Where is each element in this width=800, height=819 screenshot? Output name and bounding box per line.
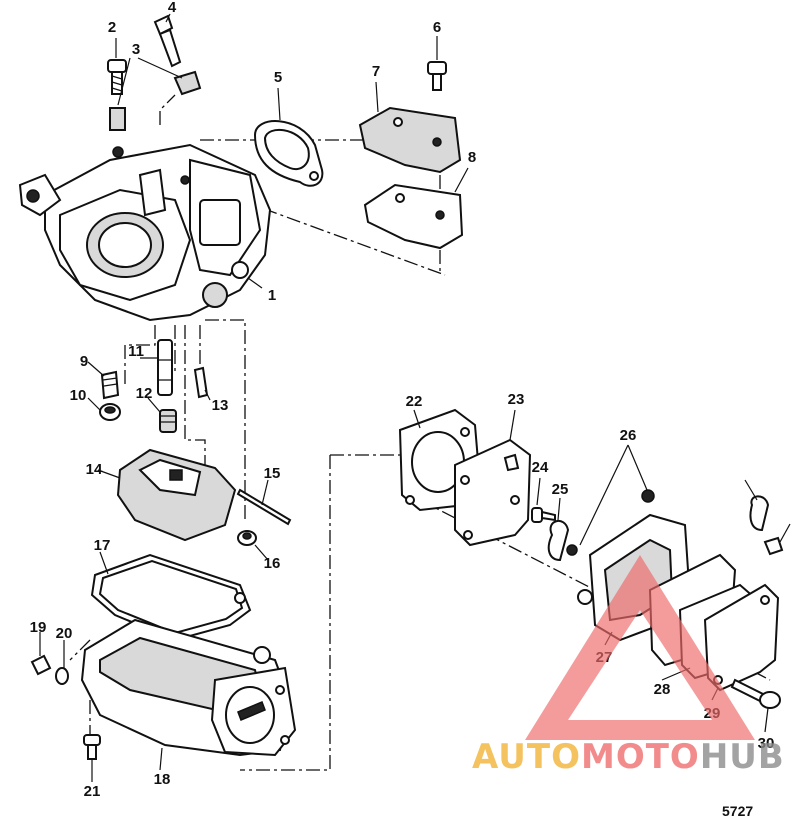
callout-11: 11 bbox=[128, 343, 144, 360]
washer-part-20 bbox=[55, 667, 69, 685]
carburetor-body bbox=[18, 143, 272, 322]
callout-12: 12 bbox=[136, 385, 153, 402]
callout-5: 5 bbox=[274, 69, 282, 86]
callout-30: 30 bbox=[758, 735, 775, 752]
callout-14: 14 bbox=[86, 461, 103, 478]
callout-15: 15 bbox=[264, 465, 281, 482]
callout-19: 19 bbox=[30, 619, 47, 636]
bowl-gasket-part-17 bbox=[90, 553, 252, 642]
gasket-part-5 bbox=[253, 120, 324, 187]
float-bowl-part-18 bbox=[80, 618, 297, 757]
watermark-moto: MOTO bbox=[581, 737, 700, 777]
diaphragm-part-23 bbox=[454, 438, 532, 547]
float-part-14 bbox=[116, 448, 237, 542]
callout-4: 4 bbox=[168, 0, 177, 16]
callout-3: 3 bbox=[132, 41, 140, 58]
check-valve-part-25-left bbox=[547, 520, 570, 562]
jet-part-12 bbox=[159, 409, 177, 433]
figure-number: 5727 bbox=[722, 803, 753, 819]
callout-25: 25 bbox=[552, 481, 569, 498]
check-valve-part-25-right bbox=[749, 495, 770, 532]
callout-17: 17 bbox=[94, 537, 111, 554]
float-pin-part-15 bbox=[236, 488, 292, 526]
jet-part-9 bbox=[100, 370, 120, 400]
callout-13: 13 bbox=[212, 397, 229, 414]
gasket-part-8 bbox=[363, 183, 464, 250]
watermark-hub: HUB bbox=[700, 737, 785, 777]
leader-lines bbox=[39, 13, 791, 782]
adjusting-screw-part-4 bbox=[153, 14, 182, 68]
cover-plate-part-7 bbox=[358, 106, 462, 174]
callout-28: 28 bbox=[654, 681, 671, 698]
callout-8: 8 bbox=[468, 149, 476, 166]
callout-1: 1 bbox=[268, 287, 276, 304]
callout-24: 24 bbox=[532, 459, 549, 476]
watermark-logo: AUTOMOTOHUB bbox=[472, 555, 785, 777]
callout-18: 18 bbox=[154, 771, 171, 788]
screw-part-24-left bbox=[531, 507, 556, 523]
tube-part-11 bbox=[157, 339, 173, 396]
callout-9: 9 bbox=[80, 353, 88, 370]
watermark-auto: AUTO bbox=[472, 737, 581, 777]
pin-part-13 bbox=[193, 366, 209, 399]
spring-part-3 bbox=[109, 70, 202, 131]
callout-7: 7 bbox=[372, 63, 380, 80]
callout-23: 23 bbox=[508, 391, 525, 408]
screw-part-19 bbox=[30, 654, 52, 676]
callout-2: 2 bbox=[108, 19, 116, 36]
screw-part-21 bbox=[83, 734, 101, 760]
svg-text:AUTOMOTOHUB: AUTOMOTOHUB bbox=[472, 737, 785, 777]
callout-22: 22 bbox=[406, 393, 423, 410]
watermark-triangle-icon bbox=[525, 555, 755, 740]
screw-part-6 bbox=[427, 61, 447, 91]
callout-20: 20 bbox=[56, 625, 73, 642]
callout-21: 21 bbox=[84, 783, 101, 800]
callout-26: 26 bbox=[620, 427, 637, 444]
callout-6: 6 bbox=[433, 19, 441, 36]
callout-10: 10 bbox=[70, 387, 87, 404]
plug-part-10 bbox=[99, 403, 121, 421]
screw-part-16 bbox=[237, 530, 257, 546]
screw-part-30 bbox=[730, 678, 781, 709]
screw-part-24-right bbox=[763, 536, 784, 556]
callout-16: 16 bbox=[264, 555, 281, 572]
screw-part-2 bbox=[107, 59, 127, 95]
